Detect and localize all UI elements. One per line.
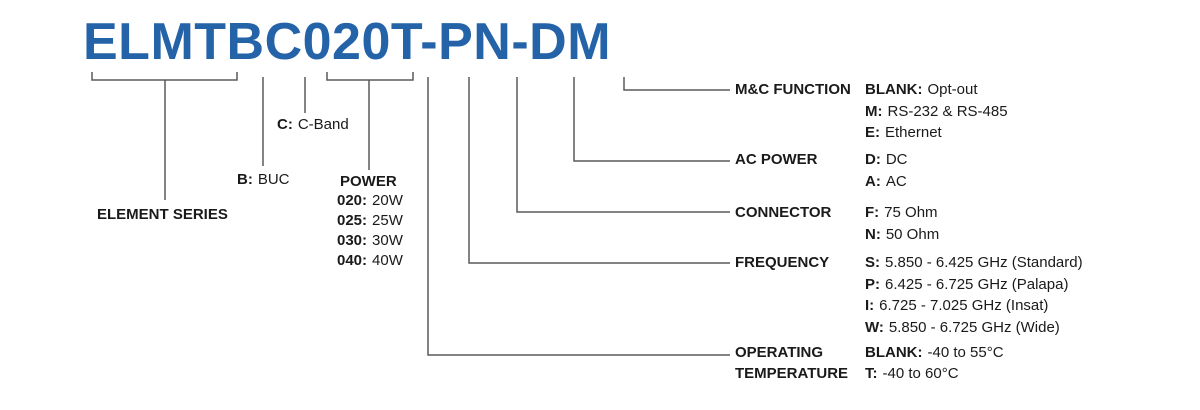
mc-option-key: E:: [865, 124, 880, 141]
mc-option-key: BLANK:: [865, 81, 923, 98]
mc-option: M:RS-232 & RS-485: [865, 101, 1008, 123]
cband-value: C-Band: [297, 116, 349, 133]
connector-option: F:75 Ohm: [865, 202, 939, 224]
frequency-option: S: 5.850 - 6.425 GHz (Standard): [865, 252, 1083, 274]
bracket-element-series: [91, 72, 238, 200]
cband-key: C:: [277, 116, 293, 133]
frequency-option: I:6.725 - 7.025 GHz (Insat): [865, 295, 1083, 317]
ac-option: A:AC: [865, 171, 908, 193]
power-option-value: 30W: [372, 232, 403, 249]
power-option-value: 20W: [372, 192, 403, 209]
frequency-option-key: P:: [865, 275, 880, 293]
connector-option-key: N:: [865, 225, 881, 243]
power-option: 025:25W: [337, 211, 403, 231]
power-options: 020:20W 025:25W 030:30W 040:40W: [337, 191, 403, 271]
power-option: 030:30W: [337, 231, 403, 251]
temperature-option: T:-40 to 60°C: [865, 363, 1004, 384]
power-option-value: 40W: [372, 252, 403, 269]
frequency-option: P: 6.425 - 6.725 GHz (Palapa): [865, 274, 1083, 296]
connector-option-key: F:: [865, 204, 880, 221]
frequency-option-value: 5.850 - 6.425 GHz (Standard): [885, 254, 1083, 271]
frequency-option-value: 6.425 - 6.725 GHz (Palapa): [885, 275, 1069, 293]
connector-option: N:50 Ohm: [865, 224, 939, 246]
operating-temperature-label-line1: OPERATING: [735, 344, 824, 361]
operating-temperature-options: BLANK:-40 to 55°C T:-40 to 60°C: [865, 342, 1004, 384]
power-option-value: 25W: [372, 212, 403, 229]
frequency-option-key: W:: [865, 318, 884, 336]
frequency-option-value: 6.725 - 7.025 GHz (Insat): [879, 297, 1049, 314]
mc-option-value: Opt-out: [927, 81, 978, 98]
line-ac-power: [573, 77, 730, 162]
ac-option: D:DC: [865, 149, 908, 171]
mc-option: E: Ethernet: [865, 122, 1008, 144]
frequency-option-key: S:: [865, 254, 880, 271]
ac-option-value: DC: [885, 151, 908, 168]
element-series-label: ELEMENT SERIES: [97, 206, 228, 223]
line-mc-function: [623, 77, 730, 91]
frequency-label: FREQUENCY: [735, 254, 830, 271]
ac-option-key: D:: [865, 151, 881, 168]
buc-annotation: B:BUC: [237, 170, 290, 190]
temperature-option-key: T:: [865, 365, 878, 382]
frequency-option: W:5.850 - 6.725 GHz (Wide): [865, 317, 1083, 339]
power-option-key: 030:: [337, 232, 368, 249]
connector-label: CONNECTOR: [735, 204, 832, 221]
cband-annotation: C:C-Band: [277, 115, 349, 135]
ac-option-value: AC: [885, 172, 907, 190]
power-option: 020:20W: [337, 191, 403, 211]
temperature-option-value: -40 to 55°C: [927, 344, 1004, 361]
power-option-key: 020:: [337, 192, 368, 209]
connector-option-value: 50 Ohm: [885, 225, 940, 243]
frequency-option-key: I:: [865, 297, 875, 314]
temperature-option: BLANK:-40 to 55°C: [865, 342, 1004, 363]
ac-option-key: A:: [865, 172, 881, 190]
mc-function-options: BLANK:Opt-out M:RS-232 & RS-485 E: Ethern…: [865, 79, 1008, 144]
connector-option-value: 75 Ohm: [884, 204, 938, 221]
frequency-options: S: 5.850 - 6.425 GHz (Standard) P: 6.425 -…: [865, 252, 1083, 338]
mc-option: BLANK:Opt-out: [865, 79, 1008, 101]
line-operating-temperature: [427, 77, 730, 356]
mc-option-key: M:: [865, 102, 883, 120]
part-number: ELMTBC020T-PN-DM: [83, 13, 612, 71]
power-option-key: 025:: [337, 212, 368, 229]
buc-value: BUC: [257, 171, 290, 188]
power-heading: POWER: [340, 173, 397, 190]
connector-options: F:75 Ohm N:50 Ohm: [865, 202, 939, 245]
frequency-option-value: 5.850 - 6.725 GHz (Wide): [888, 318, 1060, 336]
power-option: 040:40W: [337, 251, 403, 271]
buc-key: B:: [237, 171, 253, 188]
line-frequency: [468, 77, 730, 264]
operating-temperature-label: OPERATING TEMPERATURE: [735, 342, 848, 384]
line-connector: [516, 77, 730, 213]
temperature-option-value: -40 to 60°C: [882, 365, 959, 382]
operating-temperature-label-line2: TEMPERATURE: [735, 365, 849, 382]
temperature-option-key: BLANK:: [865, 344, 923, 361]
power-option-key: 040:: [337, 252, 368, 269]
mc-option-value: Ethernet: [885, 124, 942, 141]
ac-power-options: D:DC A:AC: [865, 149, 908, 192]
bracket-power: [326, 72, 414, 170]
mc-function-label: M&C FUNCTION: [735, 81, 851, 98]
ac-power-label: AC POWER: [735, 151, 818, 168]
mc-option-value: RS-232 & RS-485: [887, 102, 1008, 120]
